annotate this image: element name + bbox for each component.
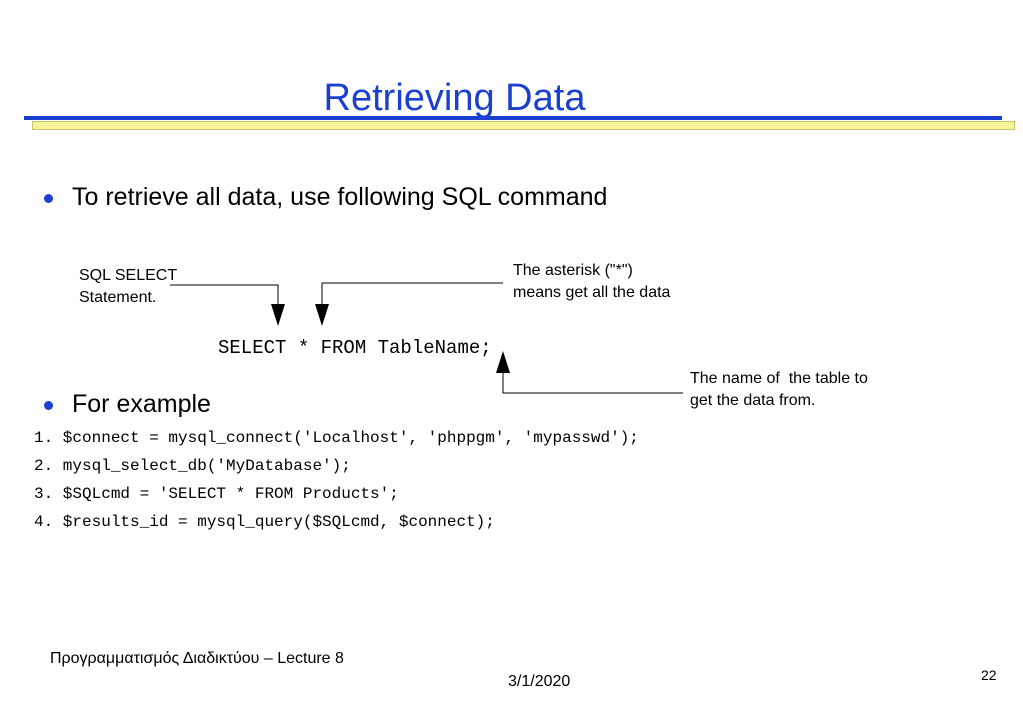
asterisk-annotation: The asterisk ("*") means get all the dat… bbox=[513, 260, 670, 304]
bullet-text: To retrieve all data, use following SQL … bbox=[72, 183, 608, 211]
select-annotation: SQL SELECT Statement. bbox=[79, 265, 177, 309]
asterisk-arrow-line bbox=[321, 282, 503, 305]
table-annotation-line2: get the data from. bbox=[690, 392, 816, 409]
table-annotation-line1: The name of the table to bbox=[690, 370, 868, 387]
code-line-4: 4. $results_id = mysql_query($SQLcmd, $c… bbox=[34, 513, 495, 531]
bullet-dot-icon bbox=[44, 401, 53, 410]
footer-course: Προγραμματισμός Διαδικτύου – Lecture 8 bbox=[50, 650, 344, 667]
bullet-dot-icon bbox=[44, 194, 53, 203]
slide-title: Retrieving Data bbox=[323, 77, 586, 119]
select-arrowhead-icon bbox=[271, 304, 285, 326]
select-annotation-line1: SQL SELECT bbox=[79, 267, 178, 284]
title-highlight-bar bbox=[32, 121, 1015, 130]
page-number: 22 bbox=[981, 667, 997, 683]
table-arrowhead-icon bbox=[496, 351, 510, 373]
bullet-item: To retrieve all data, use following SQL … bbox=[44, 182, 608, 212]
sql-statement: SELECT * FROM TableName; bbox=[218, 337, 492, 359]
code-line-3: 3. $SQLcmd = 'SELECT * FROM Products'; bbox=[34, 485, 399, 503]
asterisk-annotation-line2: means get all the data bbox=[513, 284, 671, 301]
table-annotation: The name of the table to get the data fr… bbox=[690, 368, 868, 412]
select-annotation-line2: Statement. bbox=[79, 289, 157, 306]
bullet-text: For example bbox=[72, 390, 211, 418]
code-line-2: 2. mysql_select_db('MyDatabase'); bbox=[34, 457, 351, 475]
title-underline bbox=[24, 116, 1002, 120]
bullet-item: For example bbox=[44, 389, 211, 419]
asterisk-arrowhead-icon bbox=[315, 304, 329, 326]
code-line-1: 1. $connect = mysql_connect('Localhost',… bbox=[34, 429, 639, 447]
footer-date: 3/1/2020 bbox=[508, 673, 571, 690]
table-arrow-line bbox=[502, 372, 683, 394]
select-arrow-line bbox=[170, 284, 279, 305]
asterisk-annotation-line1: The asterisk ("*") bbox=[513, 262, 633, 279]
